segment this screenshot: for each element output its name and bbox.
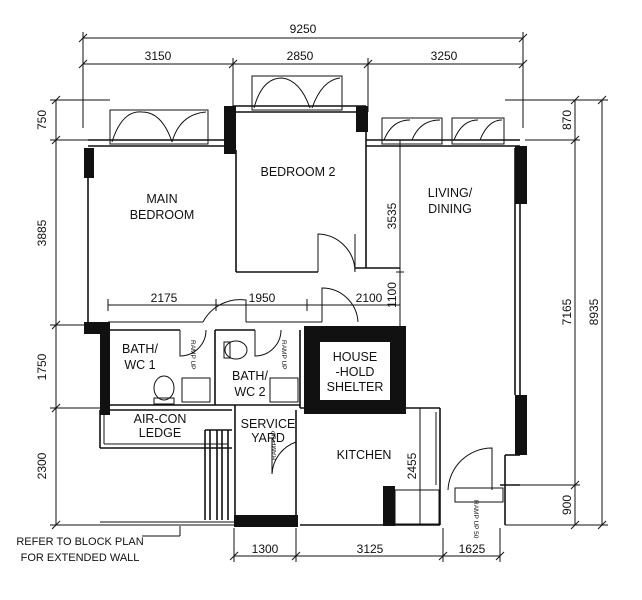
main-bedroom-label-1: MAIN [146,192,177,206]
walls [84,105,527,537]
dim-top-2: 2850 [287,49,314,63]
main-bedroom-label-2: BEDROOM [130,208,195,222]
dim-bottom-2: 3125 [357,542,384,556]
aircon-ledge-label-1: AIR-CON [134,412,187,426]
bath1-label-2: WC 1 [124,358,155,372]
room-labels: MAIN BEDROOM BEDROOM 2 LIVING/ DINING BA… [122,165,473,462]
ramp-label-living: RAMP UP 50 [472,500,479,539]
shelter-label-3: SHELTER [327,380,384,394]
bath2-label-2: WC 2 [234,385,265,399]
fixtures [153,340,504,525]
dim-interior-1: 2175 [151,291,178,305]
dim-right-3: 900 [560,495,574,515]
dim-left-1: 750 [35,110,49,130]
dim-interior-2: 1950 [249,291,276,305]
dim-left-4: 2300 [35,452,49,479]
dim-top-1: 3150 [145,49,172,63]
note-line-2: FOR EXTENDED WALL [21,552,140,564]
aircon-ledge-label-2: LEDGE [139,426,181,440]
block-plan-note: REFER TO BLOCK PLAN FOR EXTENDED WALL [16,536,143,564]
dim-interior-5: 1100 [385,282,399,308]
service-yard-label-2: YARD [251,431,285,445]
dim-interior-4: 3535 [385,202,399,229]
ramp-label-bath2: RAMP UP [280,340,287,370]
bath1-label-1: BATH/ [122,342,158,356]
doors [179,233,493,491]
dim-interior-3: 2100 [356,291,383,305]
dimension-texts: 9250 3150 2850 3250 750 3885 1750 2300 8… [35,22,601,556]
shelter-label-2: -HOLD [336,365,375,379]
ramp-label-yard: RAMP UP [271,431,278,461]
note-line-1: REFER TO BLOCK PLAN [16,536,143,548]
service-yard-label-1: SERVICE [241,417,296,431]
dim-bottom-3: 1625 [459,542,486,556]
dim-right-1: 870 [560,110,574,130]
dim-top-3: 3250 [431,49,458,63]
windows [109,75,505,145]
dim-bottom-1: 1300 [252,542,279,556]
living-dining-label-2: DINING [428,202,472,216]
dim-left-3: 1750 [35,353,49,380]
dim-right-total: 8935 [587,298,601,325]
bath2-label-1: BATH/ [232,369,268,383]
shelter-label-1: HOUSE [333,350,377,364]
bedroom2-label: BEDROOM 2 [260,165,335,179]
ramp-labels: RAMP UP RAMP UP RAMP UP RAMP UP 50 [189,340,479,539]
dimension-lines [50,32,608,562]
dim-right-2: 7165 [560,298,574,325]
dim-left-2: 3885 [35,219,49,246]
dim-interior-6: 2455 [405,452,419,479]
ramp-label-bath1: RAMP UP [189,340,196,370]
dim-top-total: 9250 [290,22,317,36]
kitchen-label: KITCHEN [337,448,392,462]
living-dining-label-1: LIVING/ [428,186,473,200]
